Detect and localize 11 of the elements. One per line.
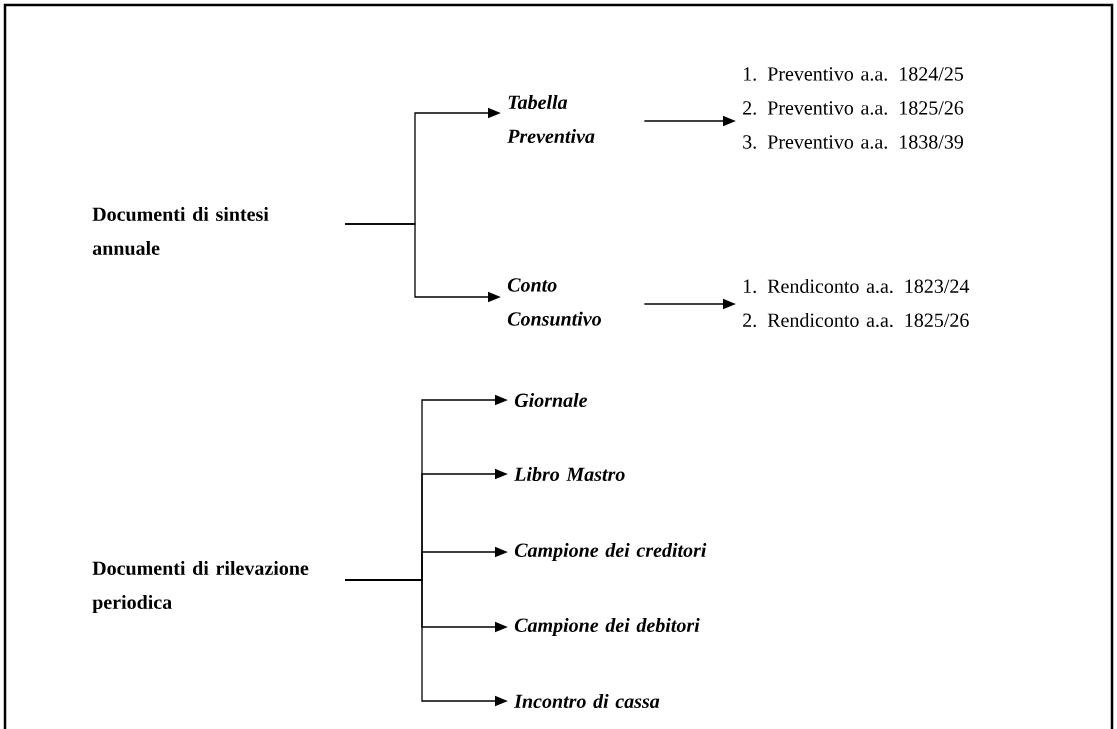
category-label: Campione dei creditori (514, 542, 707, 562)
category-label: Conto Consuntivo (507, 278, 601, 326)
heading-text: Documenti di rilevazione periodica (92, 560, 309, 614)
document-list: 1. Preventivo a.a. 1824/25 2. Preventivo a.a. 1825/26 3. Preventivo a.a. 1838/39 (743, 67, 964, 149)
category-label: Campione dei debitori (514, 617, 700, 637)
heading-text: Documenti di sintesi annuale (92, 206, 269, 256)
document-list: 1. Rendiconto a.a. 1823/24 2. Rendiconto a.a. 1825/26 (743, 278, 970, 328)
category-label: Giornale (514, 392, 588, 408)
category-label: Incontro di cassa (514, 693, 660, 709)
category-label: Libro Mastro (514, 466, 625, 482)
category-label: Tabella Preventiva (507, 94, 595, 144)
